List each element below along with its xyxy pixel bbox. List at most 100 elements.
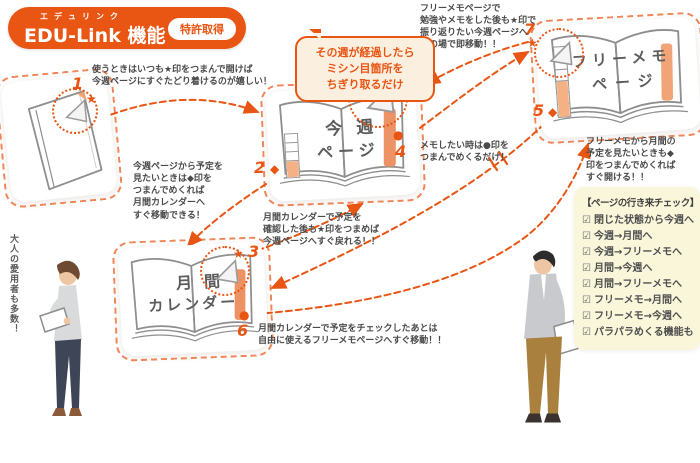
notebook-in-hands	[39, 307, 70, 333]
pants	[526, 336, 562, 414]
note-month-to-week: 月間カレンダーで予定を 確認した後も★印をつまめば 今週ページへすぐ戻れる！！	[263, 212, 423, 248]
shoe	[525, 413, 542, 423]
arrow-month-to-week	[247, 203, 364, 255]
jacket	[524, 273, 564, 342]
dot-icon: ●	[239, 308, 250, 322]
bubble-line: ちぎり取るだけ	[326, 77, 404, 91]
star-icon: ★	[527, 36, 538, 50]
checkbox-icon: ☑	[582, 231, 591, 242]
folded-corner-icon	[215, 258, 239, 284]
note-line: 見たいときは◆印を	[133, 174, 212, 185]
note-line: すぐ開ける！！	[586, 173, 650, 184]
arrow-week-to-month	[186, 183, 267, 248]
header-ruby: エデュリンク	[40, 12, 124, 21]
note-memo-to-week: フリーメモページで 勉強やメモをした後も★印で 振り返りたい今週ページへ その場…	[420, 3, 548, 52]
note-line: 月間カレンダーで予定を	[263, 213, 362, 223]
marker-7: 7	[524, 20, 536, 39]
checkbox-icon: ☑	[582, 327, 591, 338]
checklist-item: ☑パラパラめくる機能も	[582, 325, 694, 341]
folded-corner-icon	[65, 98, 88, 123]
note-week-to-memo: メモしたい時は●印を つまんでめくるだけ！	[420, 140, 540, 164]
page-marker-tab	[660, 43, 674, 101]
note-line: フリーメモから月間の	[586, 137, 676, 147]
shoe	[52, 408, 66, 416]
header-banner: エデュリンク EDU-Link 機能 特許取得	[8, 7, 246, 49]
bubble-line: ミシン目箇所を	[326, 61, 404, 75]
checklist-item-label: 月間→フリーメモへ	[593, 279, 682, 290]
shoe	[544, 413, 561, 423]
checklist-item: ☑今週→フリーメモへ	[582, 245, 694, 261]
checkbox-icon: ☑	[582, 215, 591, 226]
note-memo-to-month: フリーメモから月間の 予定を見たいときも◆ 印をつまんでめくれば すぐ開ける！！	[586, 136, 698, 185]
checklist-item-label: 月間→今週へ	[593, 263, 653, 274]
checkbox-icon: ☑	[582, 311, 591, 322]
note-line: 自由に使えるフリーメモページへすぐ移動！！	[258, 336, 447, 347]
checklist-item: ☑今週→月間へ	[582, 229, 694, 245]
checklist-item-label: 閉じた状態から今週へ	[593, 215, 694, 226]
marker-6: 6	[237, 321, 249, 340]
note-line: つまんでめくれば	[133, 186, 205, 197]
month-corner-perforation-circle	[200, 246, 250, 296]
checklist-item-label: フリーメモ→今週へ	[593, 311, 682, 322]
checklist-item: ☑月間→フリーメモへ	[582, 277, 694, 293]
shirt	[541, 274, 546, 301]
star-icon: ★	[233, 247, 244, 261]
marker-5: 5	[533, 101, 545, 120]
note-line: 印をつまんでめくれば	[586, 161, 676, 172]
marker-3: 3	[248, 242, 260, 261]
note-line: 今週ページにすぐたどり着けるのが嬉しい！	[92, 77, 272, 88]
arrow-month-to-memo	[255, 142, 591, 315]
sparkle-marks	[487, 150, 509, 172]
checkbox-icon: ☑	[582, 295, 591, 306]
arrow-week-to-memo	[411, 50, 530, 135]
note-line: 振り返りたい今週ページへ	[420, 28, 528, 39]
patent-badge: 特許取得	[168, 18, 236, 40]
bubble-line: その週が経過したら	[315, 46, 415, 59]
arrow-memo-to-month	[270, 123, 545, 289]
arrow-memo-to-week	[424, 41, 529, 85]
page-navigation-checklist: 【ページの行き来チェック】 ☑閉じた状態から今週へ ☑今週→月間へ ☑今週→フリ…	[574, 187, 700, 350]
note-line: フリーメモページで	[420, 4, 501, 14]
note-line: 今週ページから予定を	[133, 162, 223, 172]
person-left-illustration	[39, 260, 82, 416]
pants	[55, 339, 81, 408]
star-icon: ★	[86, 92, 97, 106]
folded-corner-icon	[549, 40, 573, 66]
note-line: メモしたい時は●印を	[420, 141, 509, 151]
memo-corner-perforation-circle	[534, 28, 584, 78]
dot-icon: ●	[393, 128, 404, 142]
checkbox-icon: ☑	[582, 279, 591, 290]
checklist-item: ☑フリーメモ→月間へ	[582, 293, 694, 309]
marker-1: 1	[72, 74, 84, 93]
marker-2: 2	[254, 158, 266, 177]
checklist-item-label: フリーメモ→月間へ	[593, 295, 682, 306]
checkbox-icon: ☑	[582, 247, 591, 258]
note-line: すぐ移動できる！	[133, 210, 205, 221]
hair	[533, 250, 556, 268]
diamond-icon: ◆	[548, 105, 558, 119]
checklist-item-label: 今週→フリーメモへ	[593, 247, 682, 258]
diamond-icon: ◆	[270, 162, 280, 176]
perforation-speech-bubble: その週が経過したら ミシン目箇所を ちぎり取るだけ	[295, 29, 435, 102]
shirt	[54, 285, 82, 344]
note-line: その場で即移動！！	[420, 40, 502, 51]
note-month-to-memo: 月間カレンダーで予定をチェックしたあとは 自由に使えるフリーメモページへすぐ移動…	[258, 323, 478, 347]
note-closed-to-week: 使うときはいつも★印をつまんで開けば 今週ページにすぐたどり着けるのが嬉しい！	[92, 64, 287, 88]
note-line: 予定を見たいときも◆	[586, 149, 674, 160]
page-title: EDU-Link 機能	[24, 25, 166, 47]
note-line: 使うときはいつも★印をつまんで開けば	[92, 65, 253, 75]
note-week-to-month: 今週ページから予定を 見たいときは◆印を つまんでめくれば 月間カレンダーへ す…	[133, 161, 245, 222]
index-ladder-tab	[283, 132, 301, 179]
checklist-item-label: パラパラめくる機能も	[593, 327, 694, 338]
note-line: 確認した後も★印をつまめば	[263, 225, 380, 236]
checklist-item: ☑月間→今週へ	[582, 261, 694, 277]
closed-corner-perforation-circle	[52, 88, 98, 134]
checkbox-icon: ☑	[582, 263, 591, 274]
arrow-closed-to-week	[101, 98, 260, 119]
shoe	[69, 408, 82, 416]
note-line: 月間カレンダーへ	[133, 198, 206, 209]
note-line: 月間カレンダーで予定をチェックしたあとは	[258, 324, 438, 334]
hair	[57, 260, 80, 280]
